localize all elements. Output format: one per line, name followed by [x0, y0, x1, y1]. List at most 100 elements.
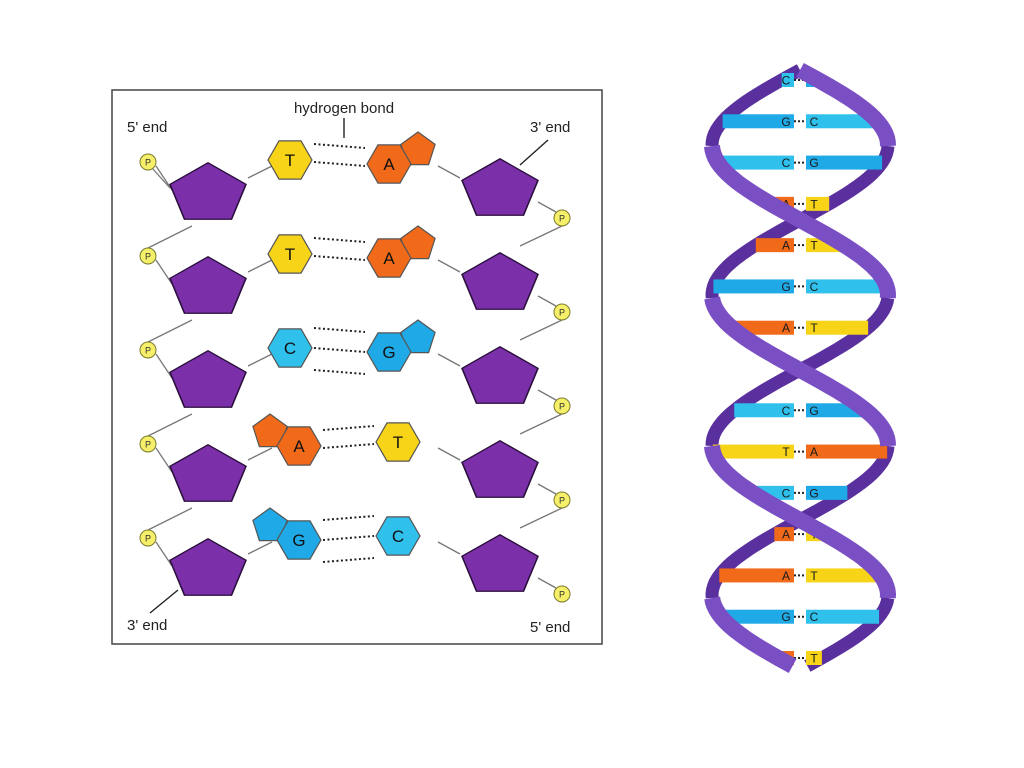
strand-a-segment-3 — [704, 296, 896, 447]
bottom-left-pointer — [149, 589, 179, 614]
phosphate-left-4 — [139, 435, 157, 453]
helix-base-right-13 — [806, 568, 881, 583]
glycosidic-link-left-1 — [247, 165, 273, 179]
helix-base-left-1 — [781, 73, 794, 87]
phosphate-letter-left-2: P — [145, 252, 151, 262]
helix-base-left-5 — [755, 238, 794, 253]
glycosidic-link-right-2 — [437, 259, 461, 273]
sugar-right-3 — [461, 346, 539, 404]
base-letter-right-4: T — [393, 433, 403, 452]
sugar-right-1 — [461, 158, 539, 216]
helix-letter-right-13: T — [810, 569, 818, 583]
sugar-right-5 — [461, 533, 539, 592]
sugar-right-2 — [461, 252, 539, 310]
helix-letter-left-3: C — [782, 156, 791, 170]
base-guanine-ring5-right-3 — [400, 319, 436, 354]
helix-letter-right-11: G — [809, 486, 818, 500]
glycosidic-link-right-4 — [437, 447, 461, 461]
backbone-left-3a — [155, 353, 173, 379]
phosphate-right-1 — [553, 209, 571, 227]
phosphate-letter-left-4: P — [145, 440, 151, 450]
backbone-right-4b — [519, 507, 563, 529]
phosphate-letter-left-5: P — [145, 534, 151, 544]
backbone-right-5a — [537, 577, 557, 589]
glycosidic-link-left-5 — [247, 541, 273, 555]
sugar-left-2 — [169, 256, 247, 314]
phosphate-letter-right-2: P — [559, 308, 565, 318]
phosphate-left-3 — [139, 341, 157, 359]
phosphate-right-5 — [553, 585, 571, 603]
backbone-right-3a — [537, 389, 557, 401]
base-thymine-right-4 — [375, 422, 421, 462]
helix-letter-left-1: C — [782, 74, 791, 88]
helix-letter-right-3: G — [809, 156, 818, 170]
backbone-left-2a — [155, 259, 173, 285]
base-thymine-left-1 — [267, 140, 313, 180]
base-adenine-right-1 — [366, 144, 412, 184]
helix-base-right-2 — [806, 114, 878, 129]
base-guanine-left-5 — [276, 520, 322, 560]
phosphate-right-2 — [553, 303, 571, 321]
base-cytosine-right-5 — [375, 516, 421, 556]
helix-letter-right-5: T — [810, 239, 818, 253]
base-adenine-ring5-left-4 — [252, 413, 288, 448]
backbone-right-1a — [537, 201, 557, 213]
base-adenine-left-4 — [276, 426, 322, 466]
backbone-left-2b — [147, 225, 193, 249]
helix-letter-left-11: C — [782, 486, 791, 500]
base-letter-left-2: T — [285, 245, 295, 264]
helix-letter-left-7: A — [782, 321, 790, 335]
helix-base-right-3 — [806, 155, 883, 170]
sugar-left-1 — [169, 162, 247, 220]
helix-base-right-7 — [806, 320, 869, 335]
helix-base-right-10 — [806, 444, 888, 459]
base-adenine-ring5-right-2 — [400, 225, 436, 260]
phosphate-right-4 — [553, 491, 571, 509]
base-letter-right-5: C — [392, 527, 404, 546]
backbone-left-4a — [155, 447, 173, 473]
helix-base-left-12 — [774, 527, 794, 542]
sugar-right-4 — [461, 440, 539, 498]
glycosidic-link-right-5 — [437, 541, 461, 555]
base-guanine-ring5-left-5 — [252, 507, 288, 542]
helix-letter-right-4: T — [810, 197, 818, 211]
phosphate-left-1 — [139, 153, 157, 171]
backbone-left-4b — [147, 413, 193, 437]
helix-letter-left-14: G — [781, 610, 790, 624]
helix-letter-left-6: G — [781, 280, 790, 294]
base-letter-right-2: A — [383, 249, 395, 268]
strand-b-segment-1 — [705, 64, 804, 147]
phosphate-left-2 — [139, 247, 157, 265]
helix-base-left-9 — [734, 403, 794, 418]
label-bottom-left-end: 3' end — [127, 617, 167, 634]
phosphate-right-3 — [553, 397, 571, 415]
glycosidic-link-left-4 — [247, 447, 273, 461]
base-cytosine-left-3 — [267, 328, 313, 368]
helix-letter-left-12: A — [782, 528, 790, 542]
backbone-right-3b — [519, 413, 563, 435]
helix-letter-left-13: A — [782, 569, 790, 583]
helix-letter-left-10: T — [782, 445, 790, 459]
strand-b-segment-2 — [704, 145, 897, 299]
helix-letter-right-15: T — [810, 652, 818, 666]
base-letter-left-1: T — [285, 151, 295, 170]
label-hydrogen-bond: hydrogen bond — [294, 100, 394, 117]
backbone-right-2b — [519, 319, 563, 341]
phosphate-letter-left-1: P — [145, 158, 151, 168]
base-letter-left-4: A — [293, 437, 305, 456]
helix-letter-right-2: C — [810, 115, 819, 129]
sugar-left-4 — [169, 443, 247, 502]
base-letter-left-3: C — [284, 339, 296, 358]
strand-a-segment-1 — [796, 62, 896, 147]
